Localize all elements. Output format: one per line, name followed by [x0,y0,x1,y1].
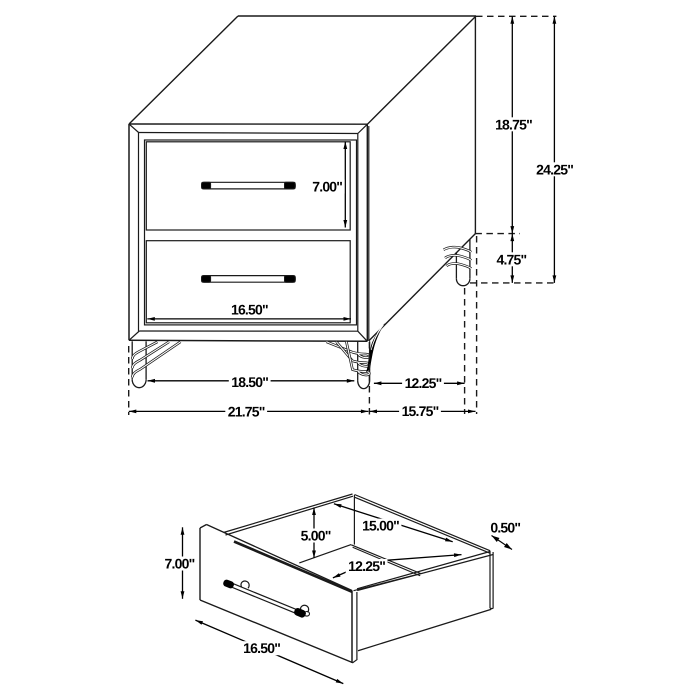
svg-text:16.50": 16.50" [243,640,280,656]
svg-text:15.00": 15.00" [362,518,399,534]
svg-text:5.00": 5.00" [301,528,331,544]
svg-text:12.25": 12.25" [405,375,442,391]
svg-text:7.00": 7.00" [165,556,195,572]
svg-text:18.50": 18.50" [231,374,268,390]
svg-text:21.75": 21.75" [228,403,265,419]
svg-text:4.75": 4.75" [496,251,526,267]
svg-text:18.75": 18.75" [495,116,532,132]
svg-text:24.25": 24.25" [536,161,573,177]
svg-text:16.50": 16.50" [231,301,268,317]
svg-text:12.25": 12.25" [348,558,385,574]
svg-text:15.75": 15.75" [402,403,439,419]
svg-text:7.00": 7.00" [312,179,342,195]
svg-text:0.50": 0.50" [490,519,520,535]
